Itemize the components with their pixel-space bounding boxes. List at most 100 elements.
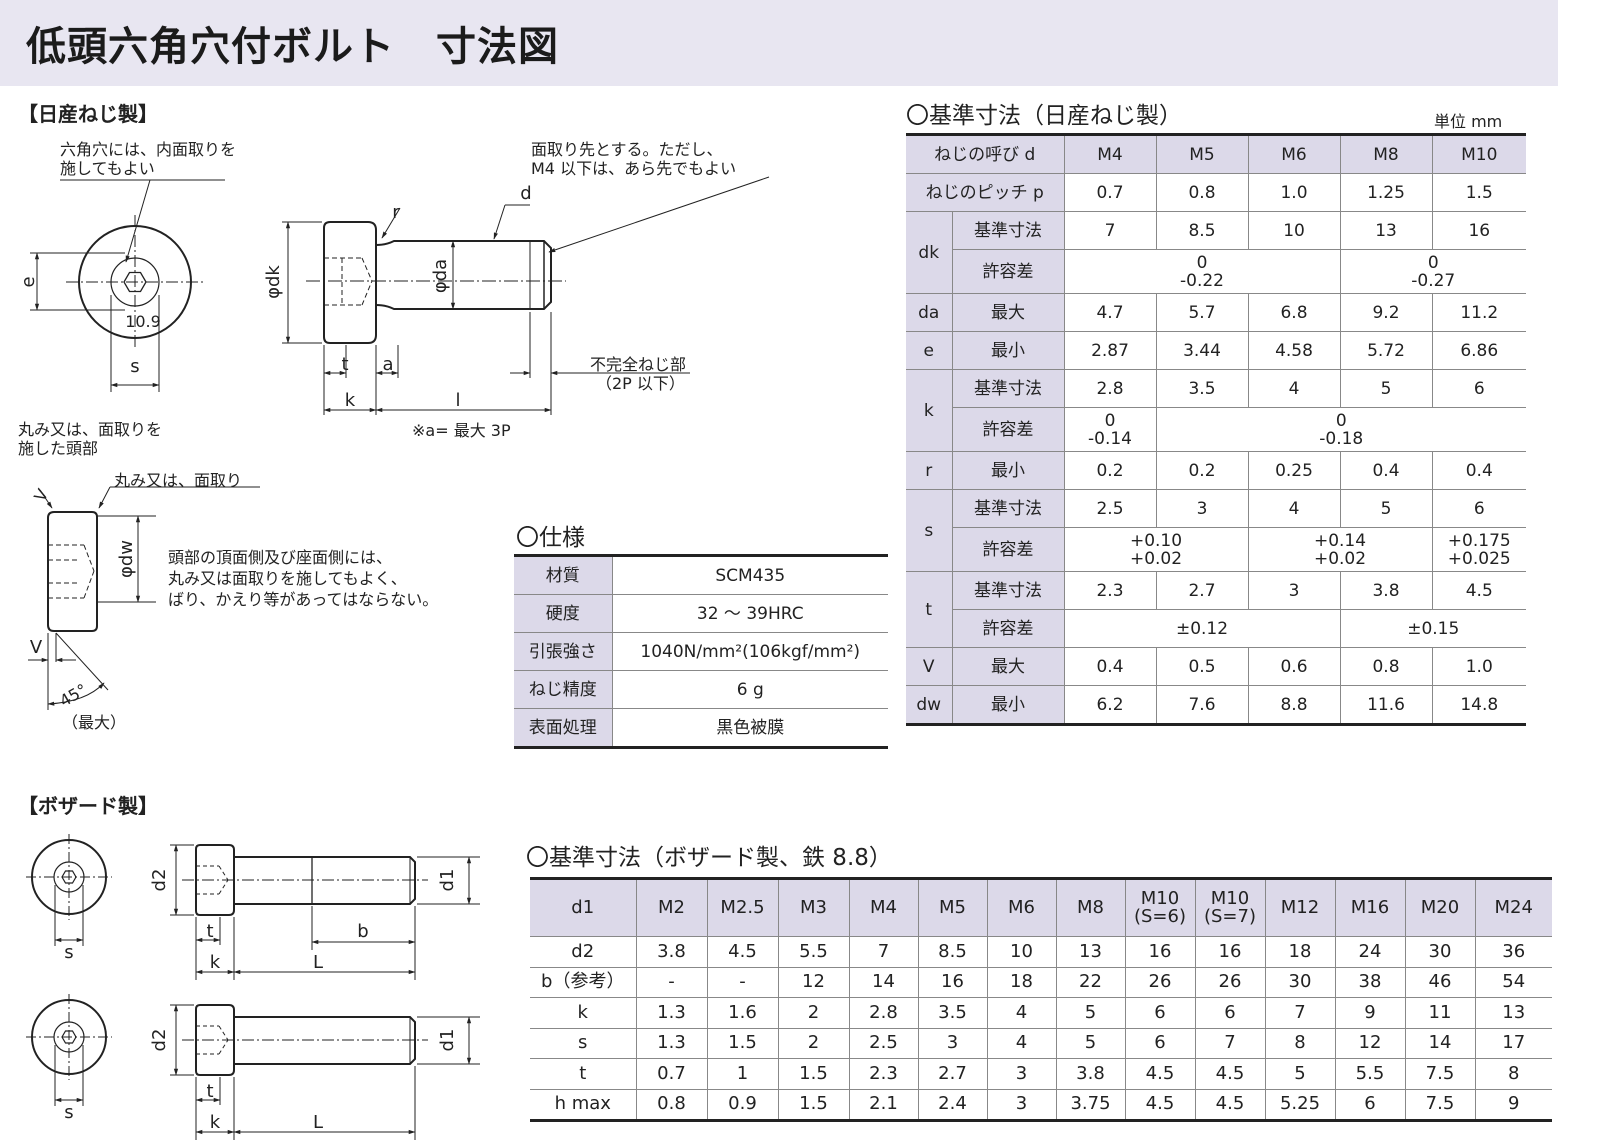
- grade-mark: 10.9: [125, 312, 161, 331]
- table-cell: 9: [1335, 997, 1406, 1029]
- table-row: 表面処理黒色被膜: [514, 708, 888, 748]
- table-cell: 4.5: [707, 936, 779, 968]
- table-cell: 1.6: [707, 997, 779, 1029]
- note-head-surfaces: 頭部の頂面側及び座面側には、丸み又は面取りを施してもよく、ばり、かえり等があって…: [168, 548, 439, 609]
- dim-t-label: t: [341, 354, 348, 375]
- bossard1-k-label: k: [210, 952, 221, 973]
- table-cell: 18: [987, 967, 1057, 998]
- row-label: t: [530, 1058, 637, 1090]
- table-cell: 14: [849, 967, 919, 998]
- row-label: d2: [530, 936, 637, 968]
- table-cell: 2.1: [849, 1089, 919, 1121]
- bossard1-b-label: b: [357, 921, 368, 942]
- table-row: da 最大 4.7 5.7 6.8 9.2 11.2: [906, 293, 1527, 332]
- table-cell: 30: [1405, 936, 1476, 968]
- table-cell: 3.8: [636, 936, 708, 968]
- table-row: t 基準寸法 2.3 2.7 3 3.8 4.5: [906, 571, 1527, 648]
- bossard-drawing-top: [26, 834, 480, 980]
- table-cell: 2.7: [918, 1058, 988, 1090]
- table-row: s 基準寸法 2.5 3 4 5 6: [906, 489, 1527, 572]
- table-cell: 4.5: [1125, 1058, 1196, 1090]
- table-cell: 9: [1475, 1089, 1552, 1121]
- table-cell: 8.5: [918, 936, 988, 968]
- table-cell: 4.5: [1195, 1058, 1266, 1090]
- table-cell: 2: [778, 1028, 850, 1059]
- table-cell: 1.5: [778, 1058, 850, 1090]
- bossard2-L-label: L: [313, 1112, 323, 1133]
- bossard1-d2-label: d2: [149, 869, 170, 892]
- dim-k-label: k: [345, 390, 356, 411]
- table-cell: 5: [1056, 1028, 1126, 1059]
- nissan-dimension-table: ねじの呼び d M4 M5 M6 M8 M10 ねじのピッチ p 0.7 0.8…: [906, 133, 1527, 726]
- table-cell: 6: [1195, 997, 1266, 1029]
- table-cell: 22: [1056, 967, 1126, 998]
- table-cell: 16: [1125, 936, 1196, 968]
- bossard-dimension-table: d1 M2 M2.5 M3 M4 M5 M6 M8 M10(S=6) M10(S…: [530, 877, 1552, 1122]
- title-bar: 低頭六角穴付ボルト 寸法図: [0, 0, 1558, 86]
- angle-label: 45°: [56, 680, 90, 711]
- table-cell: 5: [1056, 997, 1126, 1029]
- table-row: 許容差 0-0.22 0-0.27: [906, 249, 1527, 294]
- section-nissan: 【日産ねじ製】: [18, 102, 158, 126]
- table-row: 許容差 0-0.14 0-0.18: [906, 407, 1527, 452]
- table-cell: 3.8: [1056, 1058, 1126, 1090]
- table-cell: 6: [1335, 1089, 1406, 1121]
- dim-dk-label: φdk: [263, 265, 284, 299]
- table-cell: 54: [1475, 967, 1552, 998]
- table-cell: 0.9: [707, 1089, 779, 1121]
- table-cell: 7: [1195, 1028, 1266, 1059]
- bossard-drawing-bottom: [26, 994, 480, 1140]
- note-incomplete-thread: 不完全ねじ部（2P 以下）: [590, 355, 687, 393]
- page-title: 低頭六角穴付ボルト 寸法図: [26, 24, 559, 70]
- bossard2-d1-label: d1: [437, 1029, 458, 1052]
- bossard1-L-label: L: [313, 952, 323, 973]
- table-row: d1 M2 M2.5 M3 M4 M5 M6 M8 M10(S=6) M10(S…: [530, 878, 1552, 937]
- table-cell: 26: [1125, 967, 1196, 998]
- table-cell: 1.3: [636, 1028, 708, 1059]
- table-cell: 0.8: [636, 1089, 708, 1121]
- spec-title: 〇仕様: [516, 525, 585, 551]
- dim-s-label: s: [130, 356, 139, 377]
- table-cell: 8: [1265, 1028, 1336, 1059]
- unit-label: 単位 mm: [1434, 112, 1503, 131]
- dim-v-head-label: V: [30, 486, 52, 505]
- bossard2-d2-label: d2: [149, 1029, 170, 1052]
- table-cell: 1.5: [778, 1089, 850, 1121]
- table-cell: 6: [1125, 1028, 1196, 1059]
- bossard-table-title: 〇基準寸法（ボザード製、鉄 8.8）: [526, 845, 892, 871]
- header-cell: ねじの呼び d: [906, 134, 1065, 174]
- table-row: e 最小 2.87 3.44 4.58 5.72 6.86: [906, 331, 1527, 370]
- table-cell: 13: [1475, 997, 1552, 1029]
- table-cell: 3: [987, 1058, 1057, 1090]
- table-cell: 5.5: [1335, 1058, 1406, 1090]
- bossard2-s-label: s: [64, 1102, 73, 1123]
- table-cell: 10: [987, 936, 1057, 968]
- row-label: s: [530, 1028, 637, 1059]
- table-cell: 24: [1335, 936, 1406, 968]
- table-cell: 26: [1195, 967, 1266, 998]
- note-head-round: 丸み又は、面取りを施した頭部: [18, 420, 163, 458]
- bossard2-k-label: k: [210, 1112, 221, 1133]
- table-cell: 8: [1475, 1058, 1552, 1090]
- note-round-or-chamfer: 丸み又は、面取り: [114, 471, 243, 490]
- note-max: （最大）: [62, 713, 127, 732]
- table-row: ねじのピッチ p 0.7 0.8 1.0 1.25 1.5: [906, 173, 1527, 212]
- table-cell: 16: [1195, 936, 1266, 968]
- nissan-side-view: [282, 176, 770, 415]
- table-cell: 3.5: [918, 997, 988, 1029]
- table-cell: 0.7: [636, 1058, 708, 1090]
- table-cell: 18: [1265, 936, 1336, 968]
- table-row: dw 最小 6.2 7.6 8.8 11.6 14.8: [906, 685, 1527, 725]
- dim-da-label: φda: [430, 259, 451, 293]
- table-row: V 最大 0.4 0.5 0.6 0.8 1.0: [906, 647, 1527, 686]
- table-cell: 30: [1265, 967, 1336, 998]
